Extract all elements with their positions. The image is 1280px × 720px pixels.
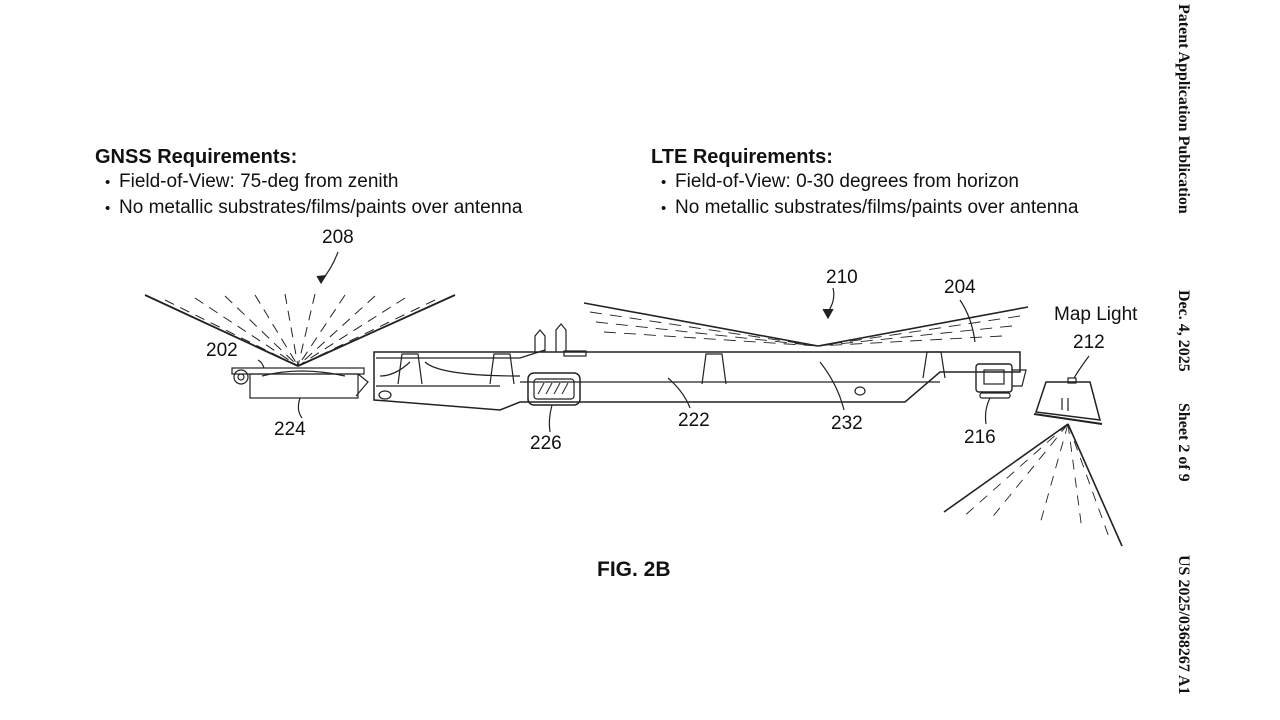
gnss-requirement-item: No metallic substrates/films/paints over… xyxy=(95,195,522,221)
leader-226 xyxy=(548,404,553,433)
leader-232 xyxy=(819,361,845,411)
arrow-head-210 xyxy=(822,308,834,320)
patent-header-vertical: Patent Application Publication Dec. 4, 2… xyxy=(1172,0,1196,720)
lte-requirement-item: Field-of-View: 0-30 degrees from horizon xyxy=(651,169,1078,195)
lte-requirements-title: LTE Requirements: xyxy=(651,146,833,168)
ref-224: 224 xyxy=(274,419,306,440)
map-light-label: Map Light xyxy=(1054,304,1138,325)
map-light-212 xyxy=(1033,377,1103,425)
vent-226 xyxy=(527,372,581,406)
publication-date: Dec. 4, 2025 xyxy=(1175,290,1192,372)
publication-number: US 2025/0368267 A1 xyxy=(1175,555,1192,695)
ref-210: 210 xyxy=(826,267,858,288)
lte-fov-cone xyxy=(583,302,1029,347)
ref-222: 222 xyxy=(678,410,710,431)
sheet-number: Sheet 2 of 9 xyxy=(1175,403,1192,482)
leader-216 xyxy=(984,397,991,425)
leader-224 xyxy=(297,397,303,419)
leader-210 xyxy=(827,287,835,313)
leader-204 xyxy=(959,299,976,343)
ref-208: 208 xyxy=(322,227,354,248)
gnss-fov-cone xyxy=(144,293,456,367)
ref-216: 216 xyxy=(964,427,996,448)
ref-212: 212 xyxy=(1073,332,1105,353)
ref-232: 232 xyxy=(831,413,863,434)
connector-216 xyxy=(975,363,1027,399)
ref-202: 202 xyxy=(206,340,238,361)
publication-type: Patent Application Publication xyxy=(1175,4,1192,214)
ref-226: 226 xyxy=(530,433,562,454)
arrow-head-208 xyxy=(316,274,327,285)
leader-222 xyxy=(667,377,691,409)
lte-requirement-item: No metallic substrates/films/paints over… xyxy=(651,195,1078,221)
leader-212 xyxy=(1073,355,1090,379)
map-light-cone xyxy=(943,423,1123,547)
figure-label: FIG. 2B xyxy=(597,558,671,581)
housing-body xyxy=(373,323,1021,411)
ref-204: 204 xyxy=(944,277,976,298)
gnss-antenna-module xyxy=(231,359,369,399)
gnss-requirements-title: GNSS Requirements: xyxy=(95,146,298,168)
gnss-requirement-item: Field-of-View: 75-deg from zenith xyxy=(95,169,522,195)
gnss-requirements: GNSS Requirements: Field-of-View: 75-deg… xyxy=(95,145,522,221)
lte-requirements: LTE Requirements: Field-of-View: 0-30 de… xyxy=(651,145,1078,221)
